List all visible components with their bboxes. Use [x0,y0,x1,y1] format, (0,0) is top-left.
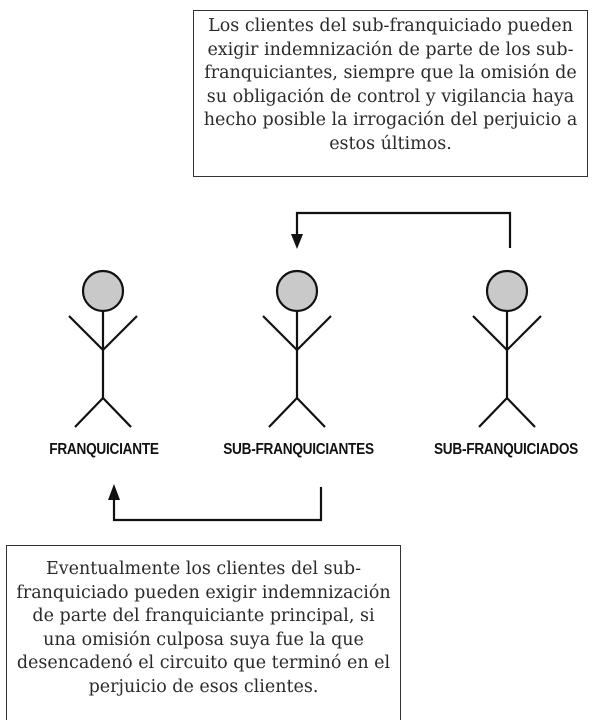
actor-leg-left [478,397,508,428]
connector-bottom [112,487,323,522]
top-note-line: franquiciantes, siempre que la omisión d… [204,63,577,83]
actor-sub-franquiciados [472,269,542,428]
bottom-note: Eventualmente los clientes del sub- fran… [6,545,401,720]
actor-head [275,269,319,313]
actor-leg-left [74,397,104,428]
actor-leg-right [102,397,132,428]
connector-top [295,211,512,248]
actor-leg-left [268,397,298,428]
bottom-note-line: desencadenó el circuito que terminó en e… [16,653,391,673]
actor-leg-right [506,397,536,428]
actor-label-sub-franquiciantes: SUB-FRANQUICIANTES [223,441,374,458]
top-note-line: exigir indemnización de parte de los sub… [207,39,574,60]
actor-leg-right [296,397,326,428]
bottom-note-line: de parte del franquiciante principal, si [32,606,375,626]
actor-sub-franquiciantes [262,269,332,428]
actor-label-franquiciante: FRANQUICIANTE [49,441,159,458]
bottom-note-line: franquiciado pueden exigir indemnización [16,582,391,603]
actor-arm-right [102,315,138,351]
actor-arm-left [472,315,508,351]
actor-arm-right [296,315,332,351]
actor-arm-left [68,315,104,351]
top-note-line: Los clientes del sub-franquiciado pueden [208,16,573,36]
actor-head [81,269,125,313]
top-note-line: hecho posible la irrogación del perjuici… [203,110,578,130]
actor-arm-left [262,315,298,351]
top-note-line: su obligación de control y vigilancia ha… [206,86,575,107]
bottom-note-line: Eventualmente los clientes del sub- [45,559,362,579]
actor-franquiciante [68,269,138,428]
bottom-note-line: perjuicio de esos clientes. [88,676,319,697]
actor-head [485,269,529,313]
bottom-note-line: una omisión culposa suya fue la que [43,629,364,650]
arrowhead-bottom [108,484,120,500]
arrowhead-top [291,234,303,249]
top-note-line: estos últimos. [329,133,452,154]
top-note: Los clientes del sub-franquiciado pueden… [193,10,588,177]
actor-arm-right [506,315,542,351]
actor-label-sub-franquiciados: SUB-FRANQUICIADOS [433,441,579,458]
